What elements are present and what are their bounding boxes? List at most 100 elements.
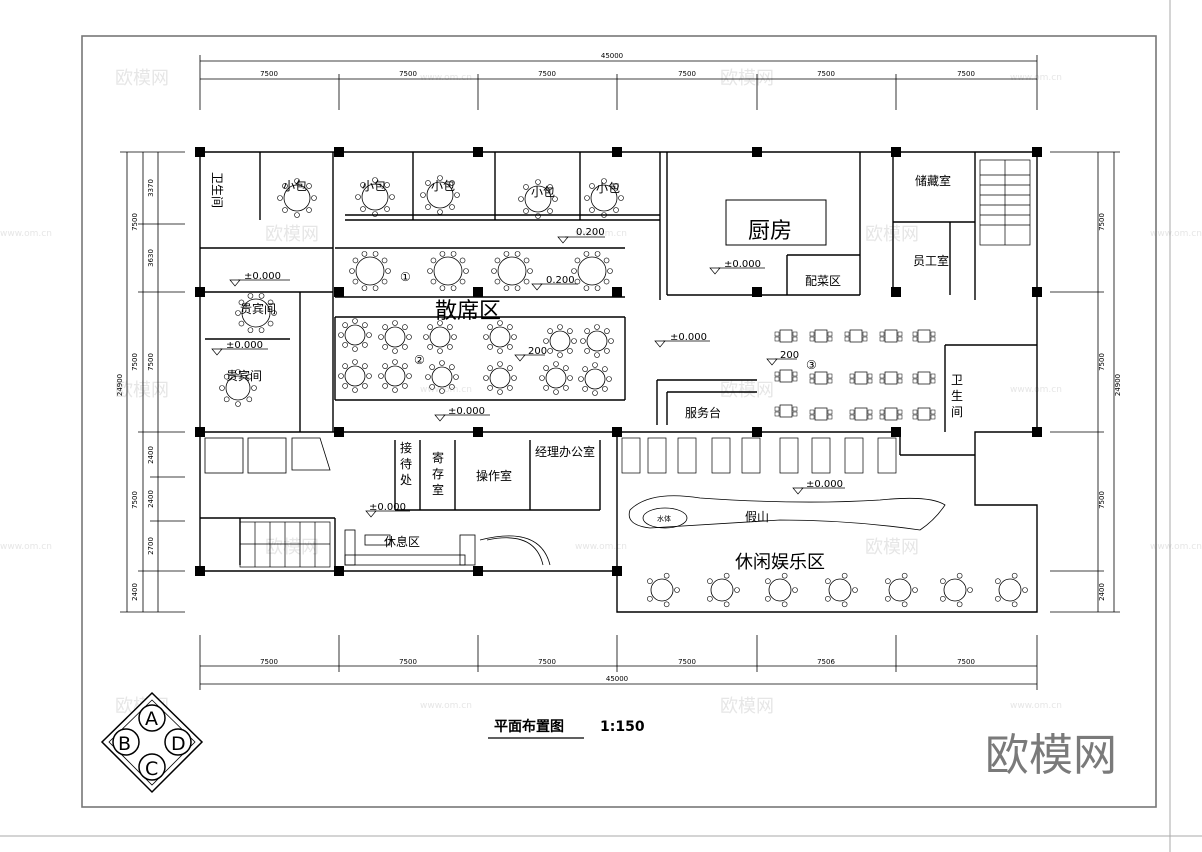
room-label-vip: 贵宾间 <box>240 301 276 316</box>
round-table-symbol <box>277 178 317 218</box>
square-table-symbol <box>809 407 833 421</box>
square-table-symbol <box>879 407 903 421</box>
level-text: ±0.000 <box>369 502 406 513</box>
zone-number: ① <box>400 270 411 284</box>
watermark-url: www.om.cn <box>1010 385 1062 395</box>
room-label-toilet-right: 卫 <box>951 373 963 387</box>
level-text: 0.200 <box>576 227 605 238</box>
total-height-dim: 24900 <box>1114 374 1122 396</box>
square-table-symbol <box>879 371 903 385</box>
left-group-dim: 7500 <box>131 213 139 231</box>
square-table-symbol <box>774 369 798 383</box>
left-dim: 3630 <box>147 249 155 267</box>
level-text: 200 <box>528 346 547 357</box>
room-label-operation: 操作室 <box>476 468 512 483</box>
watermark-url: www.om.cn <box>575 542 627 552</box>
room-label-service-desk: 服务台 <box>685 405 721 420</box>
dimension-bottom <box>199 635 1038 690</box>
square-table-symbol <box>844 329 868 343</box>
round-table-symbol <box>940 572 973 608</box>
left-group-dim: 7500 <box>131 353 139 371</box>
round-table-symbol <box>584 178 624 218</box>
square-table-symbol <box>774 329 798 343</box>
right-dim: 2400 <box>1098 583 1106 601</box>
bay-dim: 7506 <box>817 658 835 666</box>
watermark: 欧模网 <box>865 224 919 245</box>
watermark: 欧模网 <box>265 537 319 558</box>
square-table-symbol <box>809 371 833 385</box>
watermark: 欧模网 <box>720 68 774 89</box>
square-table-symbol <box>912 407 936 421</box>
drawing-frame <box>81 35 1157 808</box>
square-table-symbol <box>849 407 873 421</box>
bay-dim: 7500 <box>957 658 975 666</box>
round-table-symbol <box>420 175 460 215</box>
zone-number: ② <box>414 353 425 367</box>
room-label-leisure: 休闲娱乐区 <box>735 552 825 573</box>
left-dim: 2400 <box>147 446 155 464</box>
round-table-symbol <box>543 324 577 358</box>
dimension-top <box>199 55 1038 110</box>
watermark-url: www.om.cn <box>1010 73 1062 83</box>
room-label-private: 小包 <box>431 179 455 193</box>
round-table-symbol <box>539 361 573 395</box>
round-table-symbol <box>825 572 858 608</box>
watermark-url: www.om.cn <box>0 542 52 552</box>
compass-letter: D <box>171 733 186 755</box>
round-table-symbol <box>338 318 372 352</box>
round-table-symbol <box>995 572 1028 608</box>
left-dim: 2400 <box>131 583 139 601</box>
round-table-symbol <box>378 359 412 393</box>
round-table-symbol <box>765 572 798 608</box>
round-table-symbol <box>423 320 457 354</box>
kitchen-box <box>725 199 827 246</box>
bay-dim: 7500 <box>399 70 417 78</box>
round-table-symbol <box>571 251 613 291</box>
square-table-symbol <box>912 371 936 385</box>
round-table-symbol <box>518 179 558 219</box>
round-table-symbol <box>425 360 459 394</box>
room-label-storage: 储藏室 <box>915 173 951 188</box>
watermark-url: www.om.cn <box>575 229 627 239</box>
bay-dim: 7500 <box>957 70 975 78</box>
bay-dim: 7500 <box>260 70 278 78</box>
compass <box>100 691 204 794</box>
bay-dim: 7500 <box>678 70 696 78</box>
watermark: 欧模网 <box>720 696 774 717</box>
room-label-toilet-right: 生 <box>951 389 963 403</box>
level-text: ±0.000 <box>448 406 485 417</box>
round-table-symbol <box>378 320 412 354</box>
room-label-private: 小包 <box>596 181 620 195</box>
round-table-symbol <box>707 572 740 608</box>
round-table-symbol <box>338 359 372 393</box>
level-text: ±0.000 <box>724 259 761 270</box>
round-table-symbol <box>483 361 517 395</box>
round-table-symbol <box>647 572 680 608</box>
right-dim: 7500 <box>1098 491 1106 509</box>
round-table-symbol <box>580 324 614 358</box>
room-label-staff: 员工室 <box>913 253 949 268</box>
bay-dim: 7500 <box>399 658 417 666</box>
room-label-reception: 处 <box>400 473 412 487</box>
dimension-right <box>1050 151 1120 613</box>
watermark-url: www.om.cn <box>1150 542 1202 552</box>
level-text: ±0.000 <box>226 340 263 351</box>
watermark: 欧模网 <box>115 380 169 401</box>
square-table-symbol <box>849 371 873 385</box>
room-label-checkroom: 存 <box>432 467 444 481</box>
watermarks: 欧模网 欧模网 欧模网 欧模网 欧模网 欧模网 欧模网 欧模网 欧模网 欧模网 … <box>0 68 1202 717</box>
bay-dim: 7500 <box>817 70 835 78</box>
watermark: 欧模网 <box>115 68 169 89</box>
square-table-symbol <box>912 329 936 343</box>
room-label-rest: 休息区 <box>384 534 420 549</box>
left-dim: 7500 <box>147 353 155 371</box>
zone-number: ③ <box>806 358 817 372</box>
level-text: ±0.000 <box>806 479 843 490</box>
watermark-url: www.om.cn <box>420 73 472 83</box>
columns <box>195 147 1042 576</box>
overall-dim-top: 45000 <box>601 52 623 60</box>
room-label-private: 小包 <box>531 185 555 199</box>
watermark: 欧模网 <box>865 537 919 558</box>
watermark: 欧模网 <box>265 224 319 245</box>
room-label-hall: 散席区 <box>435 299 501 324</box>
